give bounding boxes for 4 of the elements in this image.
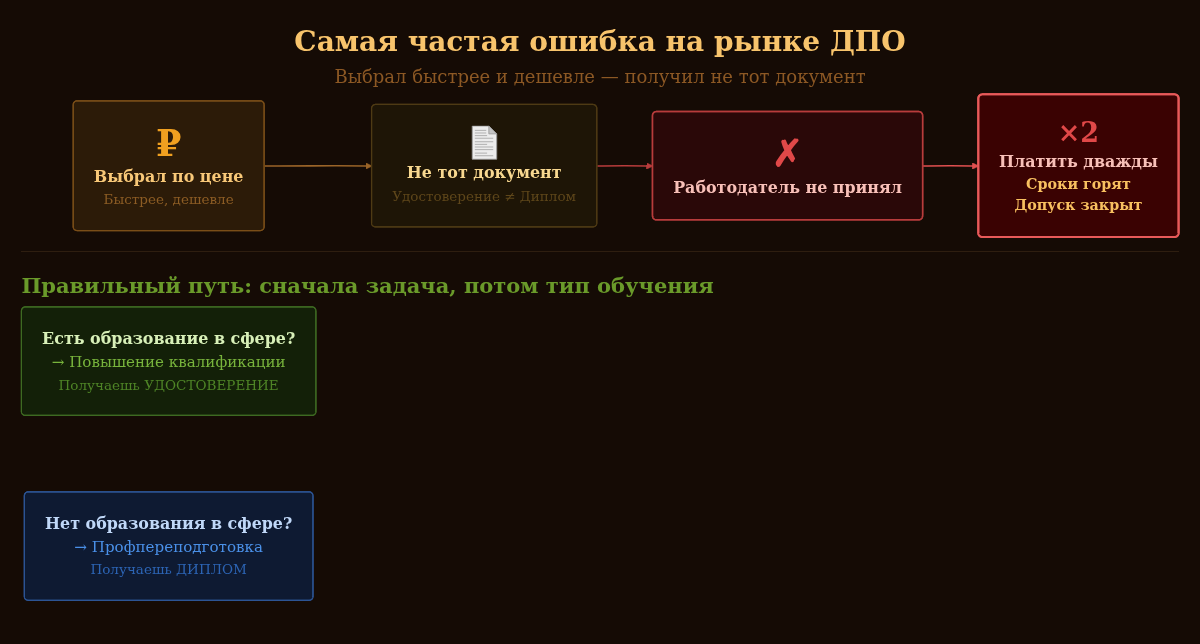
arrow: [922, 162, 979, 170]
section-heading: Правильный путь: сначала задача, потом тип обучения: [21, 272, 714, 300]
title: Самая частая ошибка на рынке ДПО: [293, 24, 907, 59]
subtitle: Выбрал быстрее и дешевле — получил не тот документ: [333, 65, 867, 89]
